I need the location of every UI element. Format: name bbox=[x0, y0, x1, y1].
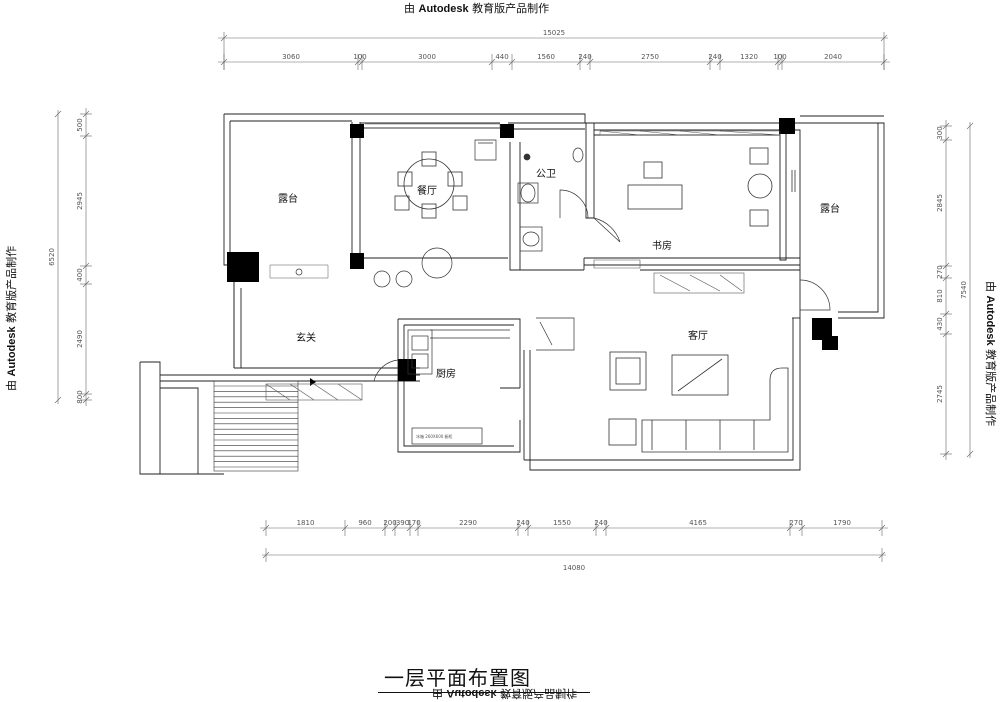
dim-label-bottom_segments: 1790 bbox=[833, 519, 851, 527]
dim-label-right_segments: 2845 bbox=[936, 194, 944, 212]
room-label-entry: 玄关 bbox=[296, 331, 316, 344]
dim-label-bottom_segments: 170 bbox=[407, 519, 420, 527]
dim-tick bbox=[54, 396, 62, 404]
dim-label-top_segments: 100 bbox=[773, 53, 786, 61]
columns bbox=[227, 118, 838, 381]
dim-tick bbox=[54, 110, 62, 118]
study-furniture bbox=[627, 147, 796, 227]
walls bbox=[139, 113, 885, 475]
dim-label-right_segments: 810 bbox=[936, 289, 944, 302]
dim-label-top_segments: 440 bbox=[495, 53, 508, 61]
dim-label-right_segments: 270 bbox=[936, 265, 944, 278]
tv-wall bbox=[593, 259, 745, 294]
page-title: 一层平面布置图 bbox=[384, 666, 531, 690]
watermark-top: 由 Autodesk 教育版产品制作 bbox=[404, 2, 550, 15]
dim-label-top_segments: 240 bbox=[708, 53, 721, 61]
wall-cabinets bbox=[269, 123, 781, 279]
dim-label-top_segments: 1320 bbox=[740, 53, 758, 61]
title-underline bbox=[378, 692, 590, 693]
dim-label-bottom_segments: 960 bbox=[358, 519, 371, 527]
dim-label-top_segments: 100 bbox=[353, 53, 366, 61]
dim-label-top_segments: 240 bbox=[578, 53, 591, 61]
dimension-lines bbox=[54, 32, 974, 562]
dim-label-bottom_segments: 270 bbox=[789, 519, 802, 527]
dim-label-bottom_segments: 1550 bbox=[553, 519, 571, 527]
room-label-study: 书房 bbox=[652, 239, 672, 252]
dim-label-top_segments: 3060 bbox=[282, 53, 300, 61]
dining-table bbox=[394, 151, 468, 219]
dim-label-top-overall: 15025 bbox=[543, 29, 565, 37]
dim-label-left_segments: 500 bbox=[76, 118, 84, 131]
dim-label-bottom_segments: 1810 bbox=[297, 519, 315, 527]
dim-tick bbox=[966, 122, 974, 130]
dim-label-bottom_segments: 200 bbox=[383, 519, 396, 527]
dim-label-bottom_segments: 390 bbox=[396, 519, 409, 527]
room-label-toilet: 公卫 bbox=[536, 169, 556, 180]
room-label-terrace-right: 露台 bbox=[820, 202, 840, 215]
dim-label-top_segments: 1560 bbox=[537, 53, 555, 61]
dim-label-left_segments: 400 bbox=[76, 268, 84, 281]
dim-label-right_segments: 300 bbox=[936, 126, 944, 139]
kitchen-fixtures bbox=[407, 329, 510, 445]
room-label-kitchen: 厨房 bbox=[436, 367, 456, 380]
dim-label-left-overall: 6520 bbox=[48, 248, 56, 266]
kitchen-appliance-label: 冰箱 260X600 橱柜 bbox=[416, 433, 453, 439]
dim-label-right_segments: 430 bbox=[936, 317, 944, 330]
room-label-dining: 餐厅 bbox=[417, 184, 437, 197]
dim-label-bottom_segments: 4165 bbox=[689, 519, 707, 527]
dim-label-bottom_segments: 240 bbox=[594, 519, 607, 527]
room-label-living: 客厅 bbox=[688, 329, 708, 342]
dim-label-left_segments: 2490 bbox=[76, 330, 84, 348]
dim-label-bottom_segments: 2290 bbox=[459, 519, 477, 527]
terrace-furniture bbox=[295, 247, 453, 288]
dim-label-top_segments: 2040 bbox=[824, 53, 842, 61]
toilet-fixtures bbox=[474, 139, 584, 252]
dim-label-bottom_segments: 240 bbox=[516, 519, 529, 527]
dim-label-top_segments: 2750 bbox=[641, 53, 659, 61]
dim-tick bbox=[966, 450, 974, 458]
room-label-terrace-left: 露台 bbox=[278, 192, 298, 205]
shoe-cabinet bbox=[265, 383, 363, 401]
dim-label-left_segments: 800 bbox=[76, 390, 84, 403]
dim-label-bottom-overall: 14080 bbox=[563, 564, 585, 572]
dim-label-top_segments: 3000 bbox=[418, 53, 436, 61]
dim-label-right_segments: 2745 bbox=[936, 385, 944, 403]
dim-label-left_segments: 2945 bbox=[76, 192, 84, 210]
dim-label-right-overall: 7540 bbox=[960, 281, 968, 299]
stair-outline bbox=[213, 380, 299, 472]
stair bbox=[213, 380, 299, 472]
doors bbox=[373, 189, 831, 382]
living-furniture bbox=[608, 351, 789, 453]
dimension-labels: 15025 3060 100 3000 440 1560 240 2750 240 1320 100… bbox=[48, 29, 968, 572]
